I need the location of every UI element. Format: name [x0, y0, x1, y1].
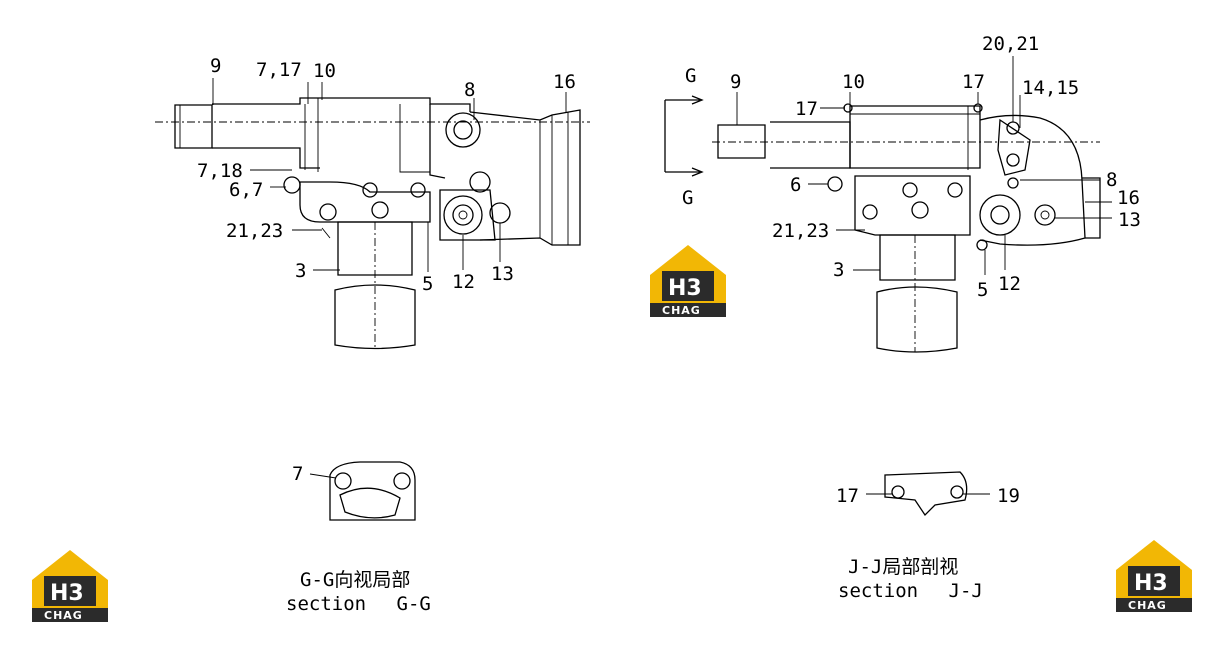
view-marker-g-bottom: G: [682, 187, 693, 209]
callout-13: 13: [1118, 209, 1141, 231]
svg-text:CHAG: CHAG: [1128, 599, 1167, 612]
logo-watermark: H3 CHAG: [32, 550, 108, 622]
callout-16: 16: [553, 71, 576, 93]
callout-6: 6: [790, 174, 801, 196]
caption-left-title: G-G向视局部: [300, 569, 410, 591]
callout-6-7: 6,7: [229, 179, 263, 201]
svg-text:CHAG: CHAG: [44, 609, 83, 622]
callout-10: 10: [842, 71, 865, 93]
caption-left-subtitle: section G-G: [286, 593, 431, 615]
callout-21-23: 21,23: [772, 220, 829, 242]
callout-17: 17: [962, 71, 985, 93]
logo-watermark: H3 CHAG: [1116, 540, 1192, 612]
detail-callout-19: 19: [997, 485, 1020, 507]
callout-21-23: 21,23: [226, 220, 283, 242]
callout-12: 12: [998, 273, 1021, 295]
callout-16: 16: [1117, 187, 1140, 209]
detail-callout-17: 17: [836, 485, 859, 507]
left-assembly-view: 9 7,17 10 8 16 7,18 6,7 21,23 3 5 12 13: [155, 55, 590, 350]
svg-text:H3: H3: [668, 276, 702, 301]
callout-5: 5: [977, 279, 988, 301]
callout-12: 12: [452, 271, 475, 293]
callout-17: 17: [795, 98, 818, 120]
callout-7-18: 7,18: [197, 160, 243, 182]
callout-9: 9: [730, 71, 741, 93]
callout-13: 13: [491, 263, 514, 285]
caption-right-subtitle: section J-J: [838, 580, 983, 602]
svg-text:H3: H3: [1134, 571, 1168, 596]
callout-7-17: 7,17: [256, 59, 302, 81]
callout-5: 5: [422, 273, 433, 295]
callout-3: 3: [295, 260, 306, 282]
view-marker-g-top: G: [685, 65, 696, 87]
detail-callout-7: 7: [292, 463, 303, 485]
svg-text:H3: H3: [50, 581, 84, 606]
detail-j-j: 17 19: [836, 471, 1020, 517]
svg-text:CHAG: CHAG: [662, 304, 701, 317]
callout-20-21: 20,21: [982, 33, 1039, 55]
callout-10: 10: [313, 60, 336, 82]
callout-14-15: 14,15: [1022, 77, 1079, 99]
logo-watermark: H3 CHAG: [650, 245, 726, 317]
callout-8: 8: [1106, 169, 1117, 191]
caption-right-title: J-J局部剖视: [848, 556, 958, 578]
callout-9: 9: [210, 55, 221, 77]
detail-g-g: 7: [292, 461, 416, 521]
callout-3: 3: [833, 259, 844, 281]
right-assembly-view: G G: [664, 33, 1141, 353]
callout-8: 8: [464, 79, 475, 101]
